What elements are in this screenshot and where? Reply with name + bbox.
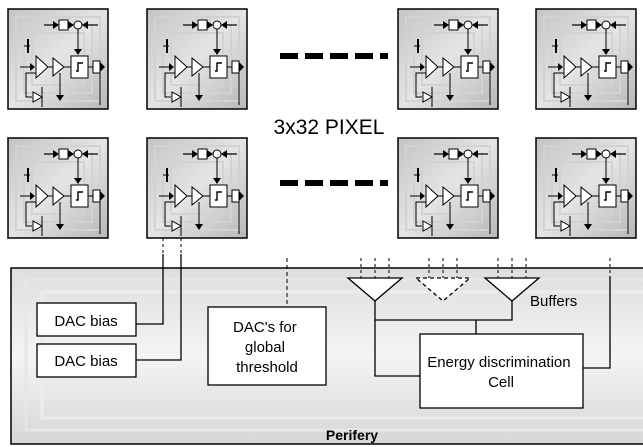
buffer-2-dashed [414,258,472,302]
energy-cell-line-2: Cell [488,374,514,391]
dac-bias-box-1 [36,302,137,337]
dac-global-line-2: global [245,339,285,356]
energy-discrimination-cell [419,333,584,409]
pixel-cell [146,8,248,110]
pixel-cell [146,137,248,239]
dac-global-threshold-box [207,306,327,386]
dac-bias-label-1: DAC bias [54,313,117,330]
buffer-3 [483,258,541,302]
dac-global-line-1: DAC's for [233,319,297,336]
ellipsis-dashes-row2 [280,180,388,186]
dac-bias-box-2 [36,343,137,378]
pixel-cell [7,137,109,239]
energy-cell-line-1: Energy discrimination [427,354,570,371]
pixel-cell [397,137,499,239]
periphery-title: Perifery [326,427,378,443]
dac-global-line-3: threshold [236,359,298,376]
pixel-cell [535,137,637,239]
ellipsis-dashes-row1 [280,53,388,59]
buffer-1 [346,258,404,302]
pixel-cell [7,8,109,110]
pixel-cell [397,8,499,110]
buffers-label: Buffers [530,293,577,310]
array-label: 3x32 PIXEL [274,116,385,139]
dac-bias-label-2: DAC bias [54,353,117,370]
dac-global-threshold-label: DAC's for global threshold [233,319,301,376]
energy-cell-label: Energy discrimination Cell [427,354,575,391]
pixel-cell [535,8,637,110]
